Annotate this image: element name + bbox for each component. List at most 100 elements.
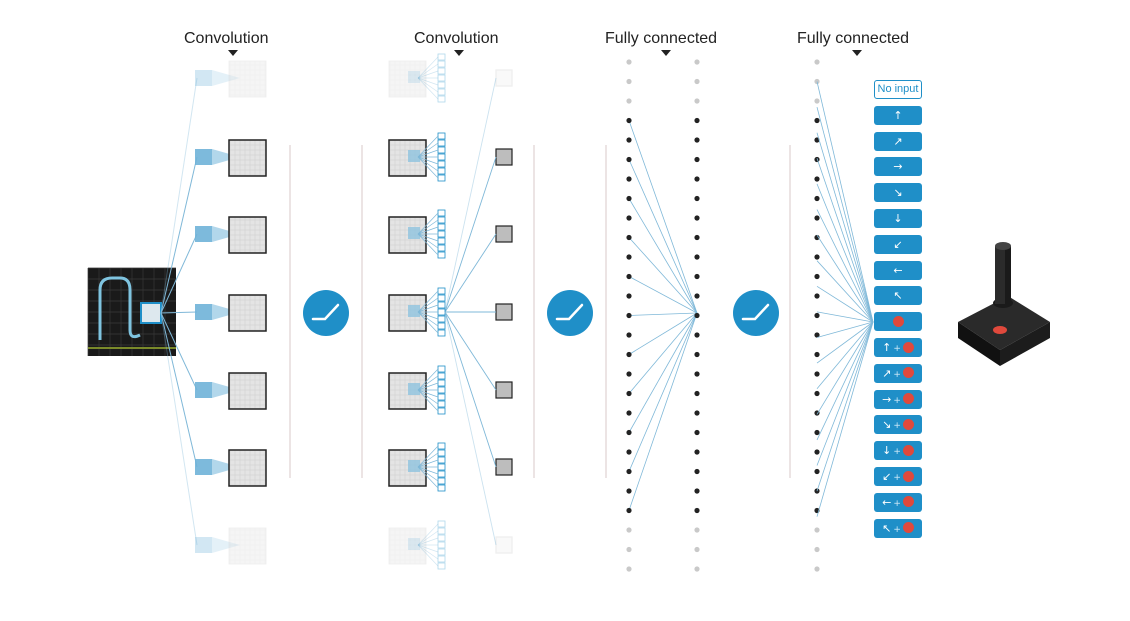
conv1-beam (212, 459, 240, 475)
conv2-filter (408, 538, 420, 550)
action-12: →+ (874, 389, 922, 409)
fc2-connection (816, 158, 874, 323)
conv2-fan-line (417, 544, 439, 567)
conv2-unit (437, 60, 446, 68)
conv2-unit (437, 379, 446, 387)
conv2-fan-line (417, 389, 439, 398)
action-5: ↓ (874, 209, 922, 228)
conv1-feature-map (228, 527, 267, 565)
fc1-input-node (626, 351, 632, 358)
fc1-input-node (626, 78, 632, 85)
conv1-beam (212, 382, 240, 398)
label-pointer-1 (228, 50, 238, 56)
conv1-filter (195, 149, 212, 165)
arrow-icon: ↙ (882, 470, 892, 483)
fc1-input-node (626, 195, 632, 202)
fc1-hidden-node (694, 312, 700, 319)
fc1-connection (628, 312, 698, 511)
fc2-hidden-node (814, 527, 820, 533)
conv2-unit (437, 251, 446, 259)
fire-button-icon (902, 418, 914, 430)
conv1-connection (160, 312, 198, 546)
conv2-fan-line (417, 523, 439, 546)
fc2-connection (816, 321, 874, 415)
conv2-unit (437, 74, 446, 82)
fc1-hidden-node (694, 176, 700, 182)
conv2-fan-line (417, 233, 439, 256)
conv2-fan-line (417, 544, 439, 553)
fc2-hidden-node (814, 449, 820, 455)
fc1-hidden-node (694, 195, 700, 202)
conv2-unit (437, 146, 446, 154)
conv1-beam (212, 70, 240, 86)
conv2-fan-line (417, 226, 439, 235)
conv2-unit (437, 167, 446, 175)
game-track (98, 276, 141, 340)
conv2-fan-line (417, 290, 439, 313)
fc2-hidden-node (814, 332, 820, 338)
conv2-unit (437, 520, 446, 528)
conv2-fan-line (417, 389, 439, 405)
conv2-unit (437, 95, 446, 103)
conv2-unit (437, 230, 446, 238)
conv2-output (495, 225, 513, 243)
fc1-connection (628, 312, 698, 394)
fc1-hidden-node (694, 273, 700, 280)
arrow-icon: → (882, 392, 892, 406)
fc1-input-node (626, 215, 632, 221)
fc1-input-node (626, 566, 632, 572)
joystick-base-side-right (1000, 322, 1050, 366)
action-11: ↗+ (874, 363, 922, 383)
conv1-filter (195, 304, 212, 320)
fc1-connection (628, 237, 698, 314)
action-10: ↑+ (874, 338, 922, 357)
fc1-connection (628, 312, 698, 472)
conv2-fan-line (417, 233, 439, 249)
conv2-fan-line (417, 77, 439, 93)
action-0: No input (874, 80, 922, 99)
fc2-connection (816, 209, 874, 323)
action-16: ←+ (874, 492, 922, 512)
conv1-connection (160, 312, 198, 468)
fire-button-icon (902, 444, 914, 456)
conv2-fan-line (417, 149, 439, 158)
conv2-fan-line (417, 375, 439, 391)
conv2-unit (437, 541, 446, 549)
plus-icon: + (893, 369, 901, 380)
action-13: ↘+ (874, 415, 922, 435)
fc1-input-node (626, 312, 632, 319)
action-15: ↙+ (874, 467, 922, 486)
fc1-hidden-node (694, 410, 700, 416)
conv2-unit (437, 555, 446, 563)
conv2-unit (437, 294, 446, 302)
conv1-beam (212, 149, 240, 165)
conv2-unit (437, 223, 446, 231)
fc2-hidden-node (814, 254, 820, 260)
conv2-unit (437, 67, 446, 75)
fc1-input-node (626, 390, 632, 397)
arrow-icon: ↑ (893, 108, 903, 122)
conv2-feature-map (388, 60, 427, 98)
fc2-hidden-node (814, 546, 820, 553)
fc2-hidden-node (814, 351, 820, 358)
conv2-fan-line (417, 63, 439, 79)
conv2-output (495, 381, 513, 399)
relu-icon (547, 290, 593, 336)
fc1-connection (628, 312, 698, 316)
conv2-fan-line (417, 311, 439, 327)
conv2-unit (437, 160, 446, 168)
conv1-beam (212, 304, 240, 320)
conv2-unit (437, 393, 446, 401)
fc2-hidden-node (814, 234, 820, 241)
fc1-hidden-node (694, 156, 700, 163)
conv2-filter (408, 150, 420, 162)
fc1-hidden-node (694, 254, 700, 260)
fire-button-icon (902, 470, 914, 482)
fc2-hidden-node (814, 137, 820, 143)
fire-button-icon (902, 367, 914, 379)
plus-icon: + (893, 473, 901, 483)
conv2-filter (408, 383, 420, 395)
fc1-hidden-node (694, 566, 700, 572)
conv2-unit (437, 244, 446, 252)
